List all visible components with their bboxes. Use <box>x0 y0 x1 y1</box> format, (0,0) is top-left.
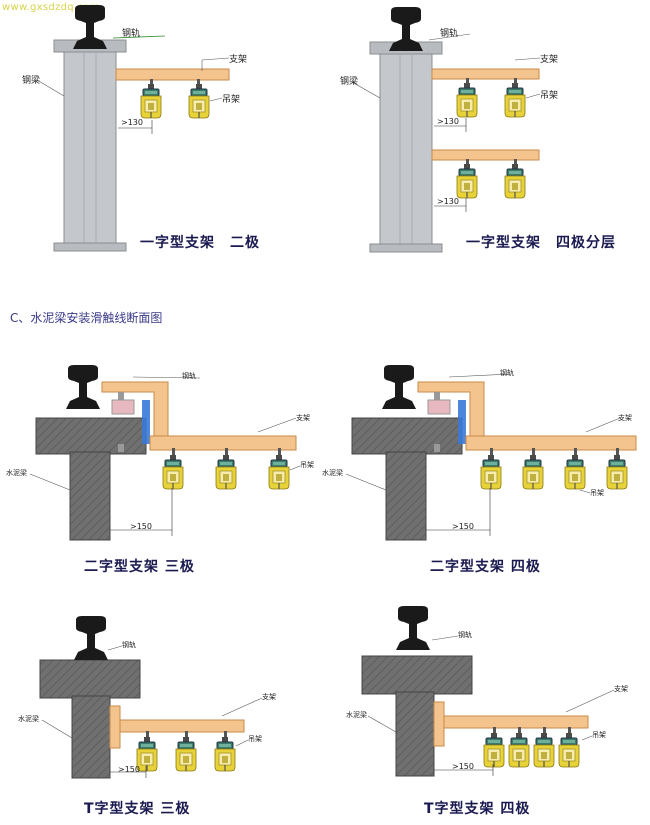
hanger-4d <box>606 454 628 490</box>
hanger-2a <box>456 82 478 118</box>
dimension-label-2b: >130 <box>437 197 459 206</box>
steel-rail-label-3: 钢轨 <box>182 372 196 380</box>
panel-6-diagram <box>361 606 615 777</box>
hanger-6b <box>508 732 530 768</box>
bracket-label-5: 支架 <box>262 693 276 701</box>
section-c-title: C、水泥梁安装滑触线断面图 <box>10 311 163 325</box>
bracket-label-6: 支架 <box>614 685 628 693</box>
hanger-5a <box>136 736 158 772</box>
steel-rail-4 <box>382 365 416 409</box>
dimension-label-3: >150 <box>130 522 152 531</box>
steel-rail-label-4: 钢轨 <box>500 369 514 377</box>
caption-panel-3: 二字型支架 三极 <box>84 559 195 575</box>
hanger-5b <box>175 736 197 772</box>
hanger-6a <box>483 732 505 768</box>
hanger-4b <box>522 454 544 490</box>
bracket-label-3: 支架 <box>296 414 310 422</box>
steel-rail-label-5: 钢轨 <box>122 641 136 649</box>
steel-rail-2 <box>389 7 423 51</box>
caption-panel-6: T字型支架 四极 <box>424 801 531 817</box>
hanger-2b <box>504 82 526 118</box>
hanger-5c <box>214 736 236 772</box>
concrete-beam-label-5: 水泥梁 <box>18 715 39 723</box>
hanger-1b <box>188 83 210 119</box>
hanger-label-4: 吊架 <box>590 489 604 497</box>
dimension-label-2a: >130 <box>437 117 459 126</box>
dimension-label-1: >130 <box>121 118 143 127</box>
hanger-4c <box>564 454 586 490</box>
hanger-6c <box>533 732 555 768</box>
steel-rail-1 <box>73 5 107 49</box>
hanger-2d <box>504 163 526 199</box>
hanger-6d <box>558 732 580 768</box>
steel-rail-5 <box>74 616 108 660</box>
steel-rail-3 <box>66 365 100 409</box>
panel-5-diagram <box>39 616 263 779</box>
concrete-beam-label-4: 水泥梁 <box>322 469 343 477</box>
panel-4-diagram <box>345 365 637 541</box>
hanger-label-3: 吊架 <box>300 461 314 469</box>
hanger-label-5: 吊架 <box>248 735 262 743</box>
dimension-label-4: >150 <box>452 522 474 531</box>
steel-rail-label-6: 钢轨 <box>458 631 472 639</box>
hanger-3c <box>268 454 290 490</box>
hanger-3a <box>162 454 184 490</box>
bracket-label-4: 支架 <box>618 414 632 422</box>
steel-beam-label-2: 钢梁 <box>340 77 359 87</box>
steel-rail-label-2: 钢轨 <box>440 29 459 39</box>
caption-panel-5: T字型支架 三极 <box>84 801 191 817</box>
hanger-label-6: 吊架 <box>592 731 606 739</box>
caption-panel-2: 一字型支架 四极分层 <box>466 235 616 251</box>
hanger-4a <box>480 454 502 490</box>
steel-rail-6 <box>396 606 430 650</box>
panel-2-diagram <box>351 7 541 253</box>
panel-3-diagram <box>29 365 301 541</box>
steel-rail-label-1: 钢轨 <box>122 29 141 39</box>
concrete-beam-label-3: 水泥梁 <box>6 469 27 477</box>
hanger-3b <box>215 454 237 490</box>
concrete-beam-label-6: 水泥梁 <box>346 711 367 719</box>
steel-beam-label-1: 钢梁 <box>22 76 41 86</box>
caption-panel-1: 一字型支架 二极 <box>140 235 260 251</box>
dimension-label-5: >150 <box>118 765 140 774</box>
hanger-label-1: 吊架 <box>222 95 241 105</box>
bracket-label-1: 支架 <box>229 55 248 65</box>
bracket-label-2: 支架 <box>540 55 559 65</box>
hanger-1a <box>140 83 162 119</box>
caption-panel-4: 二字型支架 四极 <box>430 559 541 575</box>
dimension-label-6: >150 <box>452 762 474 771</box>
watermark: www.gxsdzdq.com <box>2 2 100 13</box>
panel-1-diagram <box>36 5 230 252</box>
hanger-label-2: 吊架 <box>540 91 559 101</box>
hanger-2c <box>456 163 478 199</box>
